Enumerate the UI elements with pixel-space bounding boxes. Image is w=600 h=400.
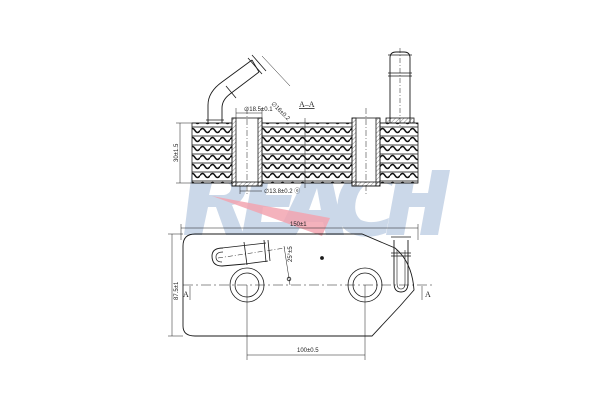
- overall-width-label: 87.5±1: [174, 281, 180, 300]
- pipe-diameter-label: ∅16±0.2: [270, 100, 292, 122]
- angle-label: 25°±5: [288, 246, 294, 262]
- overall-length-label: 150±1: [290, 222, 307, 228]
- lower-bore-label: ∅13.8±0.2 ⓔ: [264, 187, 300, 195]
- section-marker-right: A: [425, 290, 431, 299]
- port-spacing-label: 100±0.5: [297, 348, 319, 354]
- section-view: [176, 48, 419, 195]
- height-label: 30±1.5: [174, 143, 180, 162]
- section-marker-left: A: [183, 290, 189, 299]
- plan-view: [168, 224, 432, 360]
- section-label: A–A: [299, 100, 315, 109]
- bore-diameter-label: ∅18.5±0.1: [244, 106, 273, 113]
